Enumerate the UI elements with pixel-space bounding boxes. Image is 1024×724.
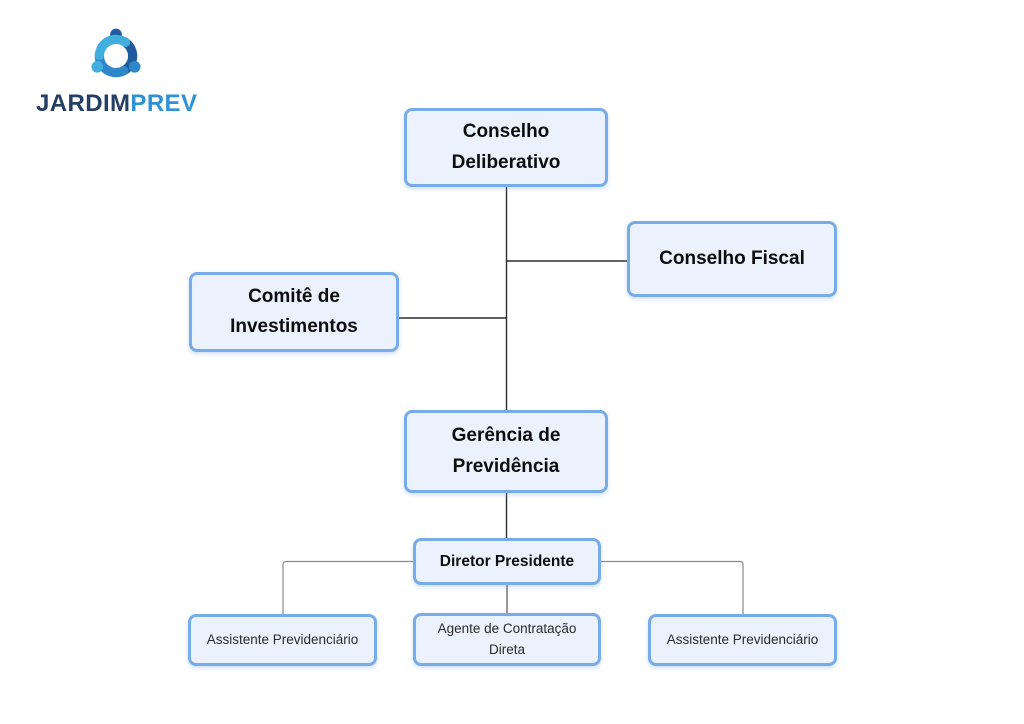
- org-node-agente-de-contratacao-direta: Agente de Contratação Direta: [413, 613, 601, 666]
- logo: JARDIMPREV: [36, 24, 198, 118]
- org-node-label: Diretor Presidente: [439, 552, 575, 570]
- org-node-conselho-deliberativo: Conselho Deliberativo: [404, 108, 608, 187]
- org-node-gerencia-de-previdencia: Gerência de Previdência: [404, 410, 608, 493]
- org-node-label: Agente de Contratação Direta: [437, 620, 577, 657]
- org-node-label: Comitê de Investimentos: [230, 285, 358, 337]
- logo-text-jardim: JARDIM: [36, 90, 131, 117]
- org-node-label: Conselho Fiscal: [659, 247, 805, 269]
- logo-text-prev: PREV: [130, 90, 198, 117]
- org-node-label: Conselho Deliberativo: [451, 121, 561, 173]
- org-node-conselho-fiscal: Conselho Fiscal: [627, 221, 837, 297]
- logo-wordmark: JARDIMPREV: [36, 90, 198, 118]
- org-node-label: Assistente Previdenciário: [666, 631, 819, 647]
- org-node-comite-de-investimentos: Comitê de Investimentos: [189, 272, 399, 352]
- teamwork-circle-icon: [91, 28, 141, 78]
- org-node-label: Assistente Previdenciário: [206, 631, 359, 647]
- org-node-diretor-presidente: Diretor Presidente: [413, 538, 601, 585]
- org-node-assistente-previdenciario-esquerda: Assistente Previdenciário: [188, 614, 377, 666]
- org-node-assistente-previdenciario-direita: Assistente Previdenciário: [648, 614, 837, 666]
- org-node-label: Gerência de Previdência: [451, 425, 561, 477]
